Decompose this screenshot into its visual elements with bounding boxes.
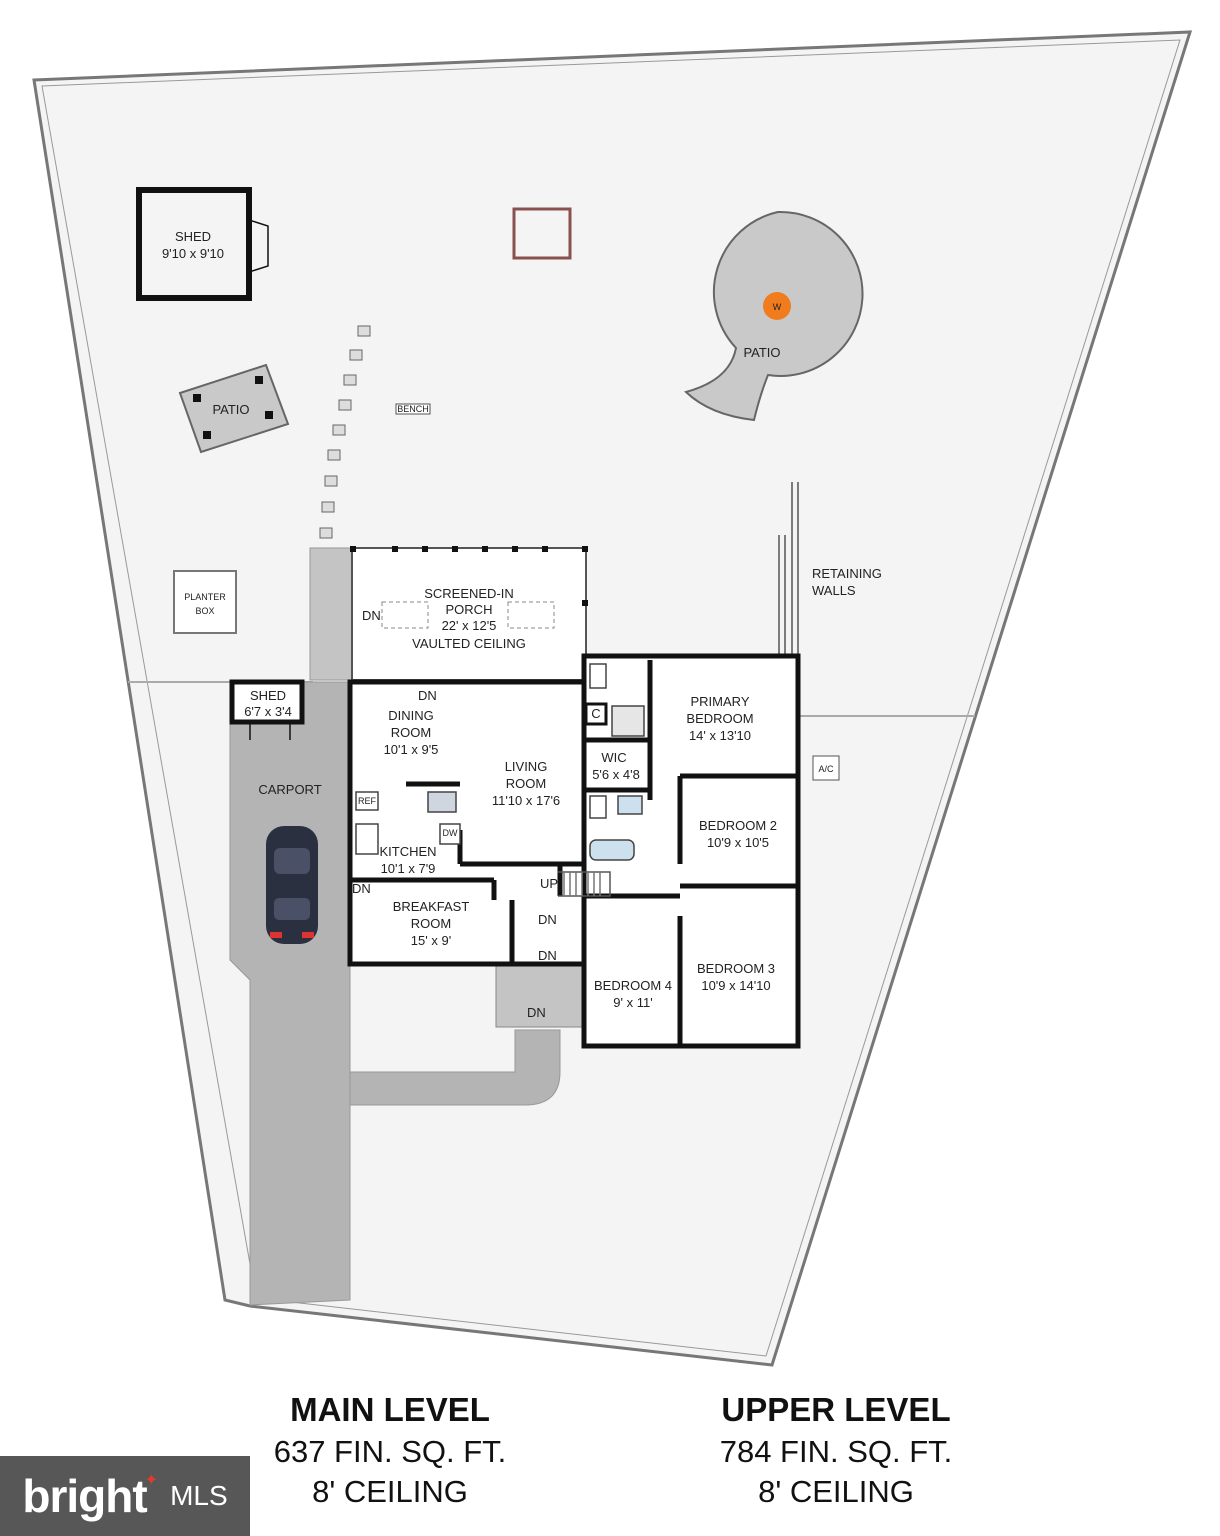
dw-label: DW — [443, 828, 458, 838]
kitchen-name: KITCHEN — [379, 844, 436, 859]
bedroom2-name: BEDROOM 2 — [699, 818, 777, 833]
closet-label: C — [591, 706, 600, 721]
living-line1: LIVING — [505, 759, 548, 774]
main-level-area: 637 FIN. SQ. FT. — [273, 1434, 507, 1469]
car-icon — [266, 826, 318, 944]
bench: BENCH — [395, 403, 431, 415]
breakfast-line1: BREAKFAST — [393, 899, 470, 914]
upper-level-summary: UPPER LEVEL 784 FIN. SQ. FT. 8' CEILING — [626, 1388, 1046, 1512]
upper-level-ceiling: 8' CEILING — [758, 1474, 914, 1509]
planter-line2: BOX — [195, 606, 214, 616]
wic-name: WIC — [601, 750, 626, 765]
logo-brand: bright — [22, 1470, 147, 1522]
primary-line1: PRIMARY — [691, 694, 750, 709]
dining-line2: ROOM — [391, 725, 431, 740]
shed-small-dims: 6'7 x 3'4 — [244, 704, 292, 719]
shed-large: SHED 9'10 x 9'10 — [136, 187, 269, 301]
shed-small-name: SHED — [250, 688, 286, 703]
upper-level-title: UPPER LEVEL — [721, 1391, 951, 1428]
living-line2: ROOM — [506, 776, 546, 791]
main-level-walls — [347, 653, 801, 1049]
stair-dn-3: DN — [527, 1005, 546, 1020]
porch-dn: DN — [362, 608, 381, 623]
carport-label: CARPORT — [258, 782, 321, 797]
bench-label: BENCH — [397, 404, 429, 414]
patio-round-name: PATIO — [743, 345, 780, 360]
kitchen-dims: 10'1 x 7'9 — [381, 861, 436, 876]
wic-dims: 5'6 x 4'8 — [592, 767, 640, 782]
retaining-line1: RETAINING — [812, 566, 882, 581]
stair-dn-2: DN — [538, 948, 557, 963]
porch-note: VAULTED CEILING — [412, 636, 526, 651]
dining-dims: 10'1 x 9'5 — [384, 742, 439, 757]
bedroom2-dims: 10'9 x 10'5 — [707, 835, 769, 850]
patio-square-name: PATIO — [212, 402, 249, 417]
upper-level-area: 784 FIN. SQ. FT. — [719, 1434, 953, 1469]
shed-large-name: SHED — [175, 229, 211, 244]
main-level-title: MAIN LEVEL — [290, 1391, 490, 1428]
main-level-ceiling: 8' CEILING — [312, 1474, 468, 1509]
stepping-stones — [319, 325, 371, 539]
stair-up: UP — [540, 876, 558, 891]
bedroom3-name: BEDROOM 3 — [697, 961, 775, 976]
main-level-summary: MAIN LEVEL 637 FIN. SQ. FT. 8' CEILING — [180, 1388, 600, 1512]
living-dims: 11'10 x 17'6 — [492, 793, 560, 808]
porch-dims: 22' x 12'5 — [442, 618, 497, 633]
breakfast-dims: 15' x 9' — [411, 933, 451, 948]
shed-large-dims: 9'10 x 9'10 — [162, 246, 224, 261]
firepit-label: W — [773, 302, 782, 312]
shed-small: SHED 6'7 x 3'4 — [229, 679, 305, 740]
planter-line1: PLANTER — [184, 592, 226, 602]
driveway — [229, 547, 583, 1306]
retaining-walls: RETAINING WALLS — [778, 482, 882, 655]
logo-star-icon: ✦ — [144, 1472, 159, 1489]
ref-label: REF — [358, 796, 377, 806]
porch-line1: SCREENED-IN — [424, 586, 514, 601]
breakfast-line2: ROOM — [411, 916, 451, 931]
ac-unit: A/C — [812, 755, 840, 781]
bright-mls-logo: bright ✦ MLS — [0, 1456, 250, 1536]
raised-bed — [512, 207, 572, 260]
patio-square: PATIO — [178, 363, 290, 454]
logo-suffix: MLS — [170, 1480, 228, 1511]
breakfast-dn: DN — [352, 881, 371, 896]
room-labels: DN DINING ROOM 10'1 x 9'5 LIVING ROOM 11… — [352, 688, 777, 1020]
floor-plan: SHED 9'10 x 9'10 W PATIO PATIO BENCH PLA… — [32, 30, 1193, 1367]
planter-box: PLANTER BOX — [173, 570, 237, 634]
ac-label: A/C — [818, 764, 834, 774]
dining-line1: DINING — [388, 708, 434, 723]
primary-dims: 14' x 13'10 — [689, 728, 751, 743]
dining-dn: DN — [418, 688, 437, 703]
bedroom4-dims: 9' x 11' — [613, 995, 652, 1010]
primary-line2: BEDROOM — [686, 711, 753, 726]
fixtures — [355, 663, 645, 897]
patio-round: W PATIO — [684, 210, 864, 422]
bedroom3-dims: 10'9 x 14'10 — [701, 978, 770, 993]
screened-porch: SCREENED-IN PORCH 22' x 12'5 VAULTED CEI… — [350, 546, 588, 681]
bedroom4-name: BEDROOM 4 — [594, 978, 672, 993]
porch-line2: PORCH — [446, 602, 493, 617]
firepit-icon — [763, 292, 791, 320]
retaining-line2: WALLS — [812, 583, 856, 598]
stair-dn-1: DN — [538, 912, 557, 927]
